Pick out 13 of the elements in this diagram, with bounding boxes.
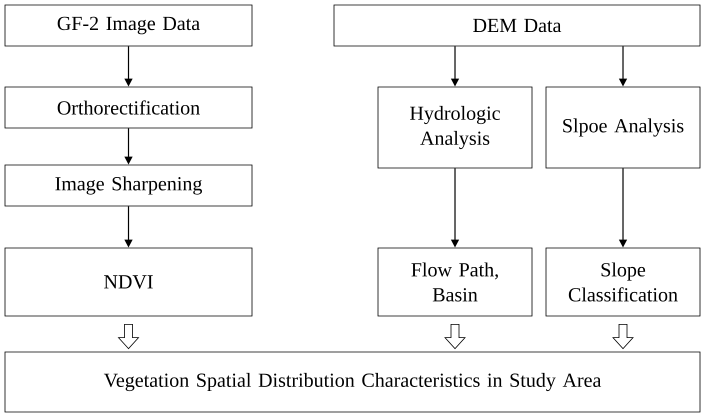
- process-box: Flow Path, Basin: [378, 248, 532, 316]
- process-box: GF-2 Image Data: [4, 4, 252, 46]
- hollow-arrow: [444, 324, 466, 350]
- process-box: Slpoe Analysis: [546, 86, 700, 168]
- hollow-arrow: [118, 324, 140, 350]
- process-box: Vegetation Spatial Distribution Characteristics in Study Area: [4, 352, 700, 412]
- process-box: Hydrologic Analysis: [378, 86, 532, 168]
- process-box: DEM Data: [334, 4, 700, 46]
- hollow-arrow: [612, 324, 634, 350]
- process-box: Image Sharpening: [4, 164, 252, 206]
- process-box: Orthorectification: [4, 86, 252, 128]
- process-box: NDVI: [4, 248, 252, 316]
- process-box: Slope Classification: [546, 248, 700, 316]
